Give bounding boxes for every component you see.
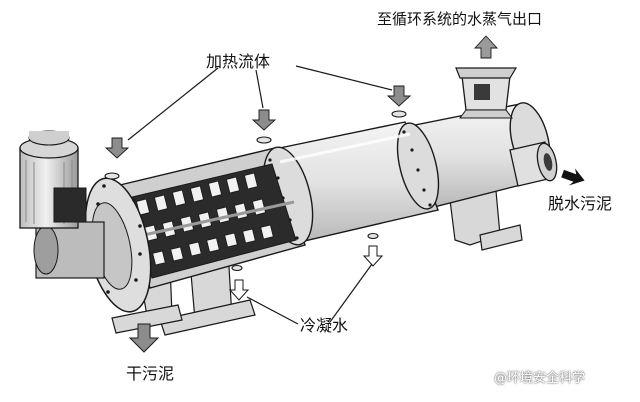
condensate-label: 冷凝水 <box>300 316 349 335</box>
vapor-outlet-label: 至循环系统的水蒸气出口 <box>377 10 543 28</box>
front-end-cap <box>33 177 152 313</box>
rotor-cutaway <box>127 163 297 279</box>
sludge-inlet-nozzle <box>509 141 558 187</box>
heating-inlet-stubs <box>104 110 407 180</box>
heating-arrow-1 <box>104 137 130 159</box>
condensate-arrow-2 <box>362 245 384 267</box>
dry-sludge-arrow <box>128 323 160 353</box>
heating-arrow-3 <box>386 85 412 107</box>
watermark: @环境安全科学 <box>494 371 586 386</box>
condensate-stubs <box>231 232 379 272</box>
leader-lines <box>127 65 393 325</box>
dewatered-sludge-label: 脱水污泥 <box>548 194 613 213</box>
vapor-outlet-arrow <box>473 35 499 59</box>
condensate-arrow-1 <box>228 279 250 301</box>
drive-motor <box>19 130 87 229</box>
heating-fluid-label: 加热流体 <box>206 52 271 71</box>
dry-sludge-label: 干污泥 <box>126 364 175 383</box>
heating-arrow-2 <box>251 109 277 131</box>
vapor-outlet-nozzle <box>455 67 518 119</box>
inlet-sludge-arrow <box>561 168 585 186</box>
